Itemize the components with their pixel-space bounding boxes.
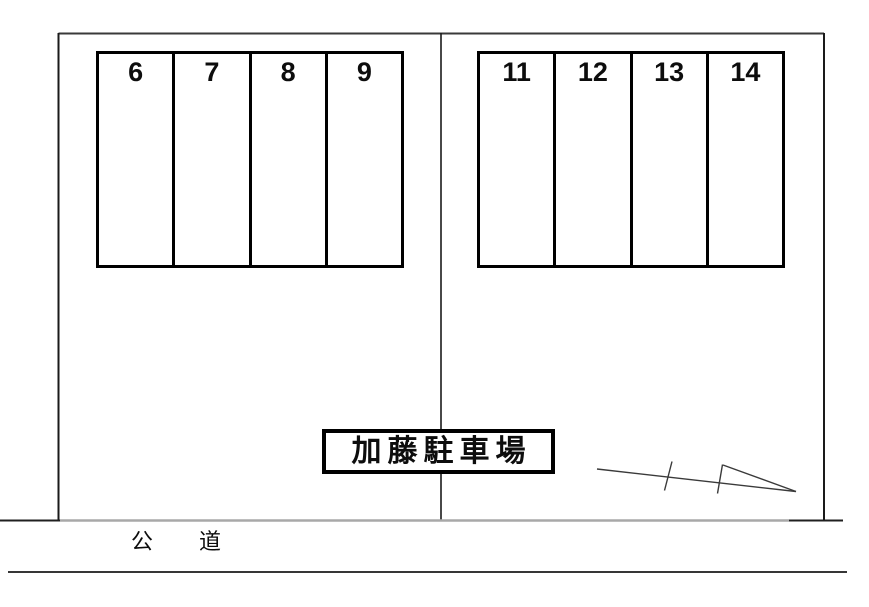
stall-number-label: 11	[502, 57, 531, 87]
parking-stall-7: 7	[175, 54, 252, 265]
stall-number-label: 7	[204, 57, 220, 87]
stall-group-right: 11 12 13 14	[477, 51, 785, 268]
parking-stall-9: 9	[328, 54, 401, 265]
parking-stall-6: 6	[99, 54, 176, 265]
parking-stall-14: 14	[709, 54, 782, 265]
parking-stall-11: 11	[480, 54, 557, 265]
hatch-flag-annotation-icon	[596, 461, 797, 494]
stall-group-left: 6 7 8 9	[96, 51, 404, 268]
parking-stall-13: 13	[633, 54, 709, 265]
stall-number-label: 13	[654, 57, 685, 87]
stall-number-label: 8	[280, 57, 296, 87]
public-road-label: 公 道	[131, 529, 234, 554]
parking-stall-8: 8	[252, 54, 328, 265]
stall-number-label: 14	[730, 57, 761, 87]
facility-label-box: 加藤駐車場	[322, 429, 555, 474]
stall-number-label: 6	[128, 57, 144, 87]
stall-number-label: 9	[356, 57, 372, 87]
parking-stall-12: 12	[556, 54, 633, 265]
stall-number-label: 12	[577, 57, 608, 87]
facility-name: 加藤駐車場	[351, 434, 532, 468]
